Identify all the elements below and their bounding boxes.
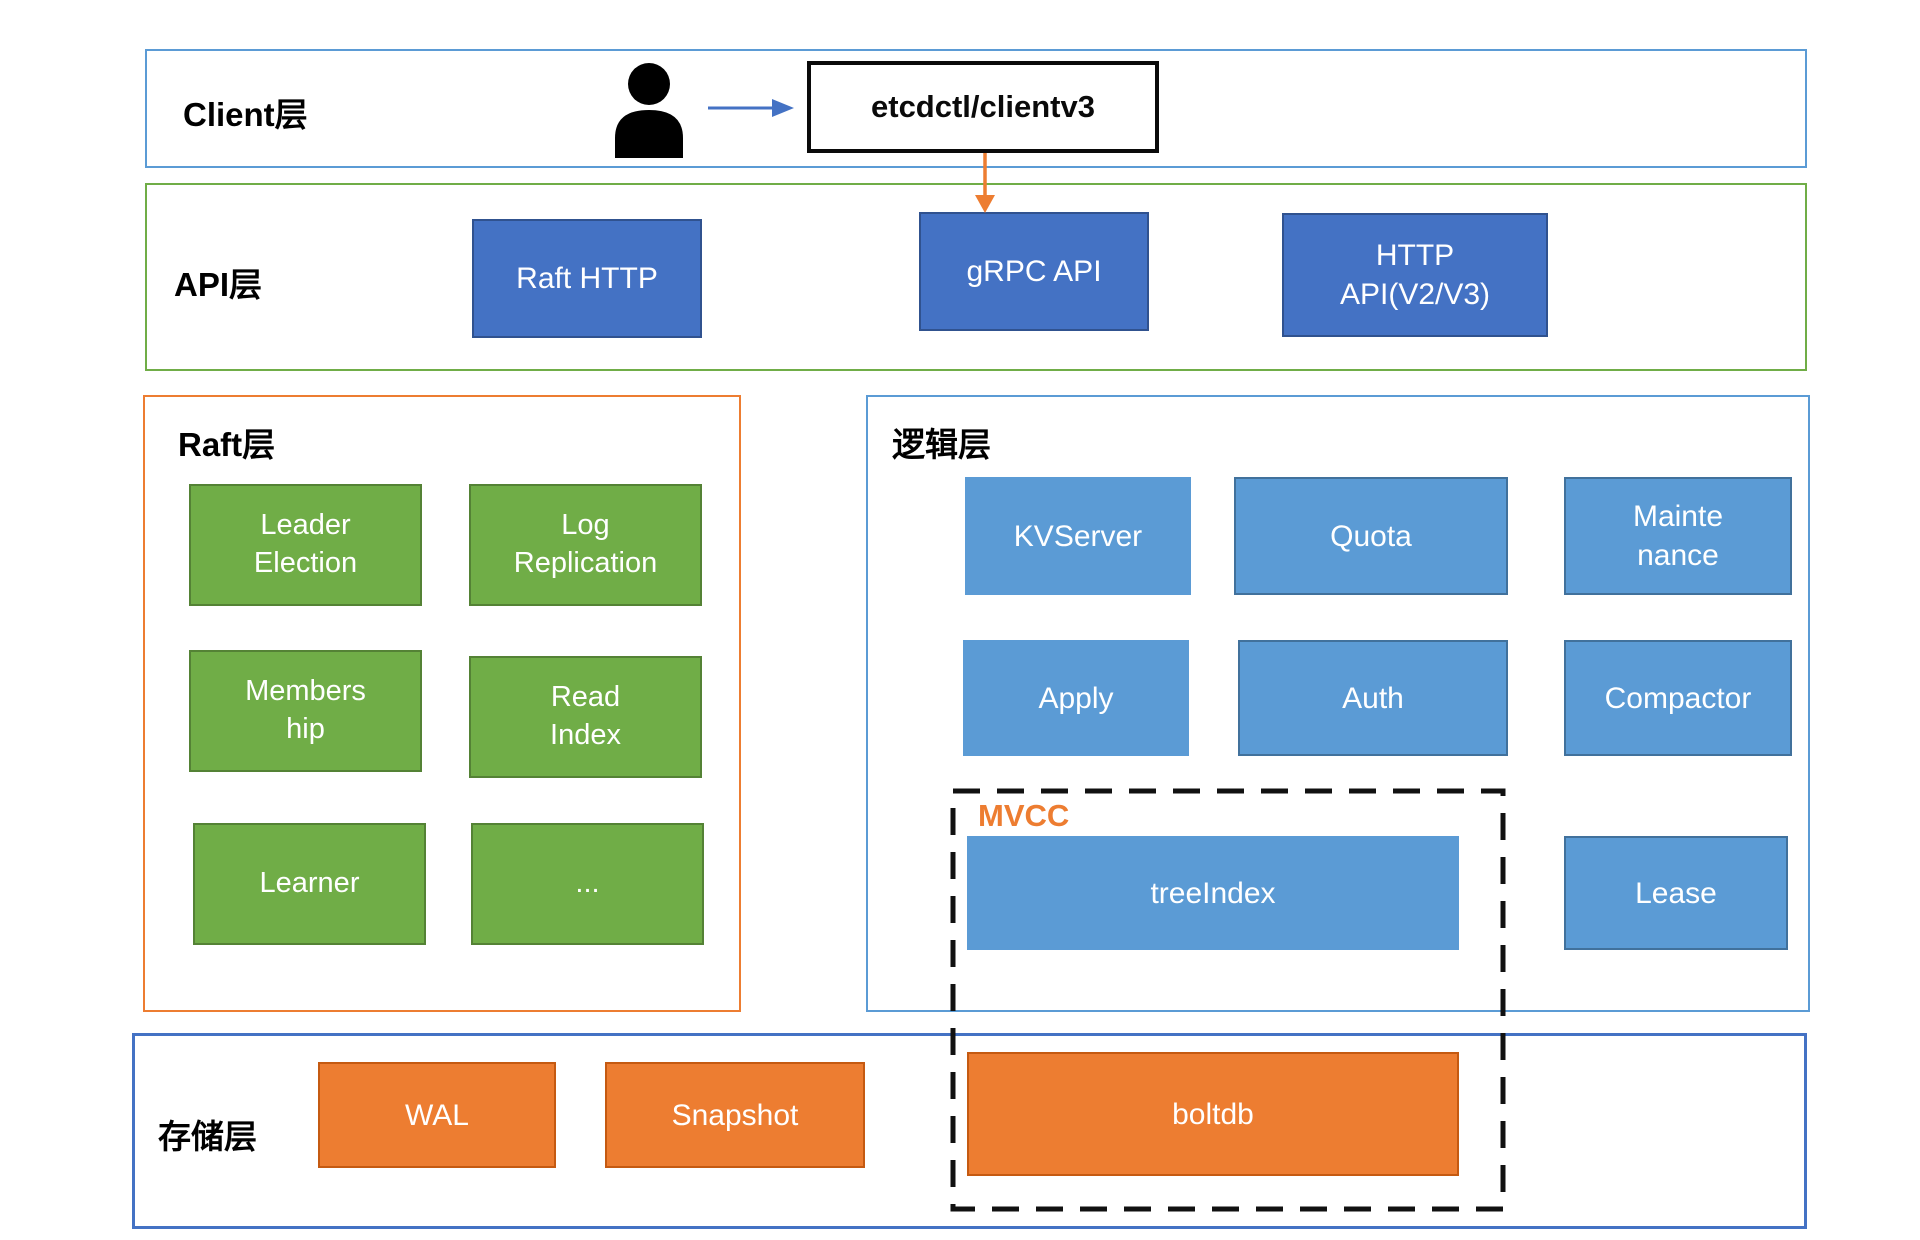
snapshot-box: Snapshot — [605, 1062, 865, 1168]
lease-box: Lease — [1564, 836, 1788, 950]
client-to-grpc-arrow — [975, 153, 995, 213]
raft-layer-label: Raft层 — [178, 426, 276, 463]
grpc-api-box: gRPC API — [919, 212, 1149, 331]
auth-box: Auth — [1238, 640, 1508, 756]
wal-box: WAL — [318, 1062, 556, 1168]
boltdb-box: boltdb — [967, 1052, 1459, 1176]
user-to-client-arrow — [708, 99, 794, 117]
kvserver-box: KVServer — [965, 477, 1191, 595]
mvcc-label: MVCC — [978, 798, 1070, 833]
client-layer-frame — [145, 49, 1807, 168]
membership-box: Members hip — [189, 650, 422, 772]
user-icon — [615, 63, 683, 158]
quota-box: Quota — [1234, 477, 1508, 595]
learner-box: Learner — [193, 823, 426, 945]
compactor-box: Compactor — [1564, 640, 1792, 756]
treeindex-box: treeIndex — [967, 836, 1459, 950]
etcdctl-clientv3-box: etcdctl/clientv3 — [807, 61, 1159, 153]
mvcc-dashed-box — [950, 788, 1506, 1212]
logic-layer-frame — [866, 395, 1810, 1012]
api-layer-frame — [145, 183, 1807, 371]
api-layer-label: API层 — [174, 266, 263, 303]
http-api-v2-v3-box: HTTP API(V2/V3) — [1282, 213, 1548, 337]
client-layer-label: Client层 — [183, 96, 308, 133]
storage-layer-label: 存储层 — [158, 1118, 257, 1155]
log-replication-box: Log Replication — [469, 484, 702, 606]
logic-layer-label: 逻辑层 — [892, 426, 991, 463]
apply-box: Apply — [963, 640, 1189, 756]
leader-election-box: Leader Election — [189, 484, 422, 606]
maintenance-box: Mainte nance — [1564, 477, 1792, 595]
storage-layer-frame — [132, 1033, 1807, 1229]
raft-layer-frame — [143, 395, 741, 1012]
raft-http-box: Raft HTTP — [472, 219, 702, 338]
raft-ellipsis-box: ... — [471, 823, 704, 945]
read-index-box: Read Index — [469, 656, 702, 778]
